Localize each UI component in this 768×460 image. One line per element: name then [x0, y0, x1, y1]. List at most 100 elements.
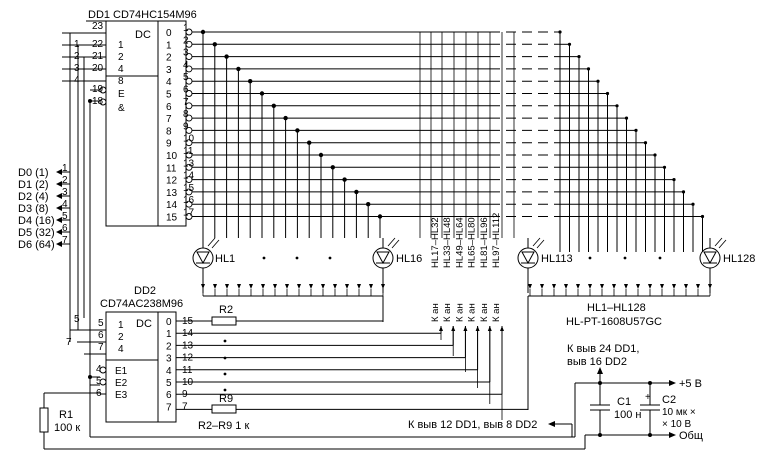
- led-group-range: HL97–HL112: [491, 213, 502, 268]
- led-label: HL128: [723, 253, 755, 265]
- dd1-output-pin: 5: [183, 72, 189, 83]
- dd1-output-pin: 15: [183, 183, 195, 194]
- dd1-func: DC: [135, 29, 151, 41]
- dd1-output-pin: 11: [183, 146, 194, 157]
- dd2-output-pin: 7: [182, 401, 188, 412]
- dd1-output-label: 8: [166, 126, 172, 137]
- vcc-note-2: выв 16 DD2: [567, 356, 627, 368]
- dd1-output-pin: 2: [183, 35, 189, 46]
- dd1-output-pin: 3: [183, 48, 189, 59]
- dd1-e: E: [118, 89, 125, 100]
- led-group-range: HL49–HL64: [454, 217, 465, 268]
- dd2-output-label: 7: [166, 402, 172, 413]
- dd1-input-weight: 4: [118, 64, 124, 75]
- c2-ref: C2: [662, 394, 676, 406]
- led-group-range: HL65–HL80: [467, 217, 478, 268]
- dd1-output-pin: 16: [183, 195, 195, 206]
- data-input-label: D1 (2): [18, 179, 49, 191]
- dd1-power-pin: 23: [92, 21, 104, 32]
- dd1-output-label: 1: [166, 40, 172, 51]
- dd1-ref: DD1: [88, 9, 110, 21]
- dd1-input-weight: 1: [118, 40, 124, 51]
- data-input-pin: 1: [62, 163, 68, 174]
- vcc-note-1: К выв 24 DD1,: [567, 343, 639, 355]
- gnd-note: К выв 12 DD1, выв 8 DD2: [408, 419, 537, 431]
- c1-value: 100 н: [614, 409, 641, 421]
- led-label: HL16: [396, 253, 422, 265]
- dd2-part: CD74AC238M96: [100, 298, 183, 310]
- resistor-range: R2–R9 1 к: [198, 420, 249, 432]
- data-input-pin: 4: [62, 199, 68, 210]
- dd2-output-label: 4: [166, 366, 172, 377]
- data-input-pin: 7: [62, 235, 68, 246]
- dd2-input-pin: 5: [98, 318, 104, 329]
- data-input-label: D4 (16): [18, 215, 55, 227]
- dd1-output-label: 5: [166, 90, 172, 101]
- r2-label: R2: [219, 304, 233, 316]
- dd1-output-pin: 4: [183, 60, 189, 71]
- bus-anode-label: К ан: [430, 303, 441, 322]
- resistor-r2: R2: [211, 304, 237, 326]
- r1-value: 100 к: [54, 422, 80, 434]
- led-group-range: HL81–HL96: [479, 217, 490, 268]
- dd1-output-label: 7: [166, 114, 172, 125]
- led-part: HL-PT-1608U57GC: [566, 316, 662, 328]
- data-input-pin: 5: [62, 211, 68, 222]
- bus-anode-label: К ан: [454, 303, 465, 322]
- data-input-label: D3 (8): [18, 203, 49, 215]
- dd2-enable-label: E3: [115, 390, 128, 401]
- dd1-output-label: 15: [166, 213, 178, 224]
- dd1-output-label: 3: [166, 65, 172, 76]
- led-group-range: HL33–HL48: [442, 217, 453, 268]
- r1-ref: R1: [59, 409, 73, 421]
- dd2-output-label: 6: [166, 390, 172, 401]
- dd2-bus-lead: 7: [66, 337, 72, 348]
- dd1-output-pin: 9: [183, 121, 189, 132]
- dd2-enable-pin: 4: [96, 364, 102, 375]
- dd2-bus-lead: 5: [74, 314, 80, 325]
- dd1-output-label: 9: [166, 139, 172, 150]
- dd1-output-label: 0: [166, 28, 172, 39]
- dd1-output-label: 11: [166, 163, 177, 174]
- dd2-input-weight: 4: [118, 344, 124, 355]
- led-hl113: HL113: [517, 237, 573, 293]
- power-section: К выв 24 DD1, выв 16 DD2 C1 100 н + C2 1…: [408, 343, 703, 450]
- dd2-enable-label: E2: [115, 378, 128, 389]
- resistor-dots: [223, 339, 227, 392]
- dd1-output-label: 10: [166, 151, 178, 162]
- data-input-label: D2 (4): [18, 191, 49, 203]
- data-input-label: D6 (64): [18, 239, 55, 251]
- dd1-output-pin: 1: [183, 23, 189, 34]
- data-input-label: D0 (1): [18, 167, 49, 179]
- data-input-pin: 6: [62, 223, 68, 234]
- dd1-output-pin: 13: [183, 158, 195, 169]
- data-input-label: D5 (32): [18, 227, 55, 239]
- resistor-r9: R9: [211, 393, 237, 414]
- dd1-output-label: 14: [166, 200, 178, 211]
- led-hl16: HL16: [372, 237, 422, 293]
- dd1-output-pin: 14: [183, 171, 195, 182]
- c2-value-1: 10 мк ×: [662, 407, 696, 418]
- led-group-range: HL17–HL32: [430, 217, 441, 268]
- dd1-output-pin: 10: [183, 134, 195, 145]
- dd1-output-label: 13: [166, 188, 178, 199]
- dd2-func: DC: [136, 318, 152, 330]
- dd1-input-weight: 8: [118, 76, 124, 87]
- vcc-label: +5 В: [679, 378, 702, 390]
- bus-anode-label: К ан: [491, 303, 502, 322]
- gnd-label: Общ: [679, 430, 703, 442]
- dd1-input-weight: 2: [118, 52, 124, 63]
- dd1-output-label: 6: [166, 102, 172, 113]
- dd1-output-pin: 8: [183, 109, 189, 120]
- resistor-r1: R1 100 к: [39, 392, 100, 449]
- data-input-pin: 3: [62, 187, 68, 198]
- svg-text:+: +: [645, 392, 651, 403]
- dd2-input-pin: 6: [98, 330, 104, 341]
- led-label: HL113: [541, 253, 573, 265]
- led-label: HL1: [215, 253, 235, 265]
- dd1-output-label: 12: [166, 176, 178, 187]
- dd2-output-label: 2: [166, 341, 172, 352]
- bus-anode-label: К ан: [442, 303, 453, 322]
